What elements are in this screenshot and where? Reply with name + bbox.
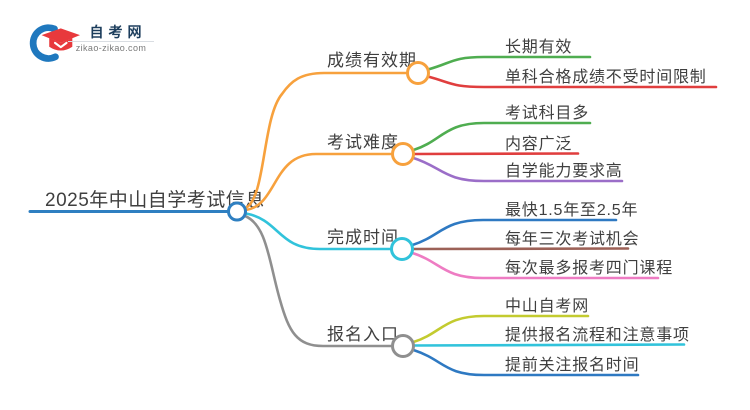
- child-label[interactable]: 中山自考网: [505, 297, 589, 315]
- child-curve: [412, 121, 592, 152]
- node-toggle-registration-entry[interactable]: [391, 334, 415, 358]
- logo-title: 自考网: [89, 24, 147, 40]
- branch-label-completion-time[interactable]: 完成时间: [327, 228, 399, 247]
- child-label[interactable]: 内容广泛: [505, 135, 572, 153]
- branch-curve-completion-time: [244, 212, 393, 251]
- child-label[interactable]: 长期有效: [505, 38, 572, 56]
- logo-domain: zikao-zikao.com: [75, 43, 147, 53]
- node-toggle-completion-time[interactable]: [390, 237, 414, 261]
- child-curve: [411, 247, 630, 251]
- child-curve: [412, 152, 580, 156]
- child-label[interactable]: 最快1.5年至2.5年: [505, 201, 638, 219]
- child-curve: [412, 348, 640, 377]
- branch-curve-score-validity: [244, 71, 409, 210]
- child-curve: [412, 343, 686, 347]
- branch-curve-exam-difficulty: [244, 152, 394, 212]
- branch-label-exam-difficulty[interactable]: 考试难度: [327, 133, 399, 152]
- child-curve: [426, 75, 718, 89]
- child-label[interactable]: 每年三次考试机会: [505, 230, 639, 248]
- child-label[interactable]: 考试科目多: [505, 104, 589, 122]
- root-node-toggle[interactable]: [227, 201, 247, 222]
- site-logo[interactable]: 自考网 zikao-zikao.com: [28, 12, 158, 64]
- child-curve: [412, 156, 624, 183]
- branch-label-registration-entry[interactable]: 报名入口: [327, 325, 399, 344]
- graduation-cap-icon: [29, 24, 80, 62]
- child-label[interactable]: 单科合格成绩不受时间限制: [505, 68, 707, 86]
- child-curve: [426, 55, 592, 71]
- child-label[interactable]: 自学能力要求高: [505, 162, 623, 180]
- child-curve: [411, 251, 660, 280]
- child-label[interactable]: 每次最多报考四门课程: [505, 259, 673, 277]
- logo-divider: [68, 41, 154, 42]
- child-curve: [411, 218, 618, 247]
- branch-label-score-validity[interactable]: 成绩有效期: [327, 51, 417, 70]
- child-label[interactable]: 提前关注报名时间: [505, 356, 639, 374]
- child-label[interactable]: 提供报名流程和注意事项: [505, 325, 690, 344]
- node-toggle-exam-difficulty[interactable]: [391, 142, 415, 166]
- node-toggle-score-validity[interactable]: [406, 61, 430, 85]
- child-curve: [412, 314, 590, 344]
- root-label[interactable]: 2025年中山自学考试信息: [45, 189, 265, 211]
- branch-curve-registration-entry: [243, 214, 394, 348]
